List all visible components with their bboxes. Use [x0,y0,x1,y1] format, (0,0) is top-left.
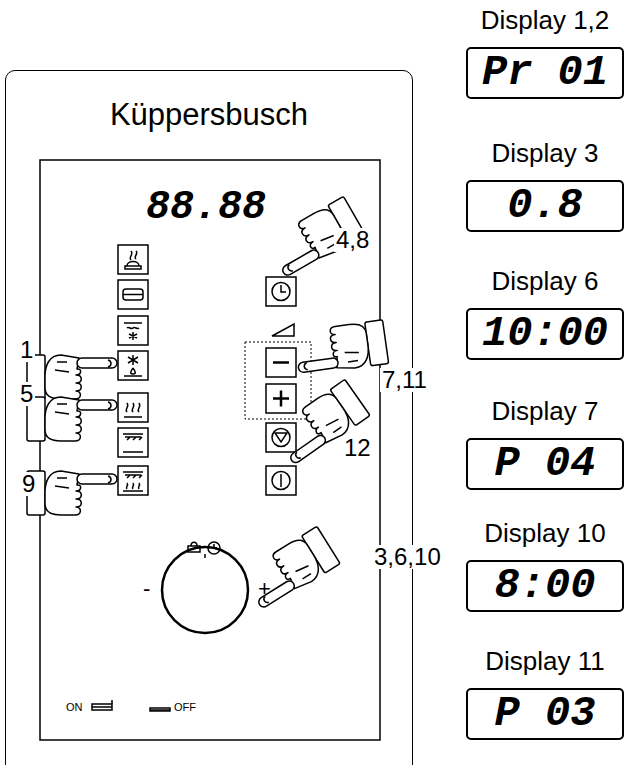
panel-graphic [280,474,282,487]
callout-number: 12 [342,436,373,460]
display-heading: Display 6 [466,266,624,298]
panel-graphic [118,280,148,309]
display-heading: Display 7 [466,396,624,428]
panel-graphic [208,542,220,554]
callout-number: 1 [18,338,35,362]
panel-graphic [275,433,287,442]
panel-graphic [245,342,311,419]
display-box: 10:00 [466,308,624,360]
panel-graphic [92,700,112,707]
panel-graphic [92,245,311,711]
panel-graphic [123,434,143,452]
callout-number: 5 [18,382,35,406]
panel-graphic [125,251,141,269]
panel-graphic [123,472,143,491]
control-panel: Küppersbusch [5,70,413,765]
display-value: Pr 01 [482,50,608,96]
switch-label: ON [66,702,83,713]
panel-graphic [293,320,388,376]
panel-graphic [204,554,206,558]
panel-graphic [118,393,148,422]
panel-graphic [272,283,290,301]
display-box: P 04 [466,438,624,490]
display-box: 8:00 [466,560,624,612]
panel-graphic [27,355,117,399]
panel-graphic [272,324,294,336]
panel-graphic [188,542,200,552]
segment-display: 88.88 [146,188,266,228]
callout-number: 9 [20,472,37,496]
display-group: Display 10 8:00 [466,518,624,612]
panel-graphic [118,466,148,495]
display-group: Display 3 0.8 [466,138,624,232]
display-group: Display 1,2 Pr 01 [466,5,624,99]
callout-number: 3,6,10 [372,545,443,569]
knob-plus: + [258,578,271,600]
panel-graphic [214,544,217,548]
display-value: P 03 [495,691,596,737]
panel-graphic [272,429,290,447]
panel-graphic [40,160,380,740]
display-heading: Display 3 [466,138,624,170]
display-value: 8:00 [495,563,596,609]
panel-graphic [123,294,143,296]
panel-graphic [123,289,143,300]
panel-graphic [118,245,148,274]
display-heading: Display 11 [466,646,624,678]
panel-graphic [273,391,289,407]
panel-graphic [150,708,170,711]
panel-graphic [118,428,148,457]
display-heading: Display 10 [466,518,624,550]
panel-graphic [118,316,148,345]
display-heading: Display 1,2 [466,5,624,37]
panel-graphic [124,323,142,340]
display-group: Display 7 P 04 [466,396,624,490]
panel-graphic [124,355,142,376]
panel-graphic [27,397,117,441]
panel-graphic [266,384,296,413]
panel-graphic [266,348,296,377]
display-value: 10:00 [482,311,608,357]
display-box: 0.8 [466,180,624,232]
display-group: Display 11 P 03 [466,646,624,740]
callout-number: 4,8 [334,228,371,252]
display-box: Pr 01 [466,47,624,99]
panel-graphic [241,526,341,611]
panel-graphic [266,277,296,306]
knob-minus: - [143,578,150,600]
panel-graphic [266,423,296,452]
panel-graphic [150,709,170,711]
switch-label: OFF [174,702,196,713]
panel-graphic [281,285,286,292]
display-box: P 03 [466,688,624,740]
display-value: 0.8 [507,183,583,229]
panel-graphic [27,471,117,515]
callout-number: 7,11 [380,368,429,392]
panel-graphic [273,361,289,364]
panel-graphic [272,472,290,490]
panel-graphic [162,547,248,633]
panel-graphic [124,403,142,417]
panel-graphic [266,466,296,495]
display-group: Display 6 10:00 [466,266,624,360]
brand-name: Küppersbusch [6,97,412,133]
panel-graphic [118,351,148,380]
display-value: P 04 [495,441,596,487]
